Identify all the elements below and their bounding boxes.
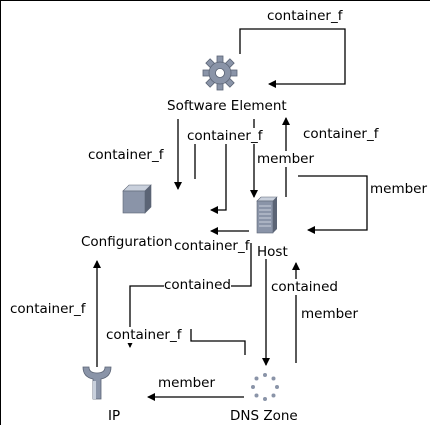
edge-label-host-to-software: container_f — [303, 126, 379, 142]
edge-label-software-to-configuration: container_f — [88, 147, 164, 163]
node-label-configuration: Configuration — [81, 234, 173, 250]
edge-label-software-self-loop: container_f — [267, 8, 343, 24]
edge-label-dns-zone-to-ip: member — [158, 375, 216, 391]
server-icon[interactable] — [256, 196, 278, 234]
edge-container-to-configuration-mid — [210, 143, 227, 214]
edge-label-dns-zone-to-configuration: container_f — [106, 327, 182, 343]
edge-host-self-loop — [298, 175, 368, 234]
edge-label-configuration-mid: container_f — [187, 128, 263, 144]
edge-label-host-self-loop: member — [370, 181, 428, 197]
node-label-software-element: Software Element — [167, 98, 287, 114]
edge-label-host-to-dns-zone: contained — [271, 279, 338, 295]
edge-dns-zone-to-configuration — [190, 329, 246, 355]
node-label-ip: IP — [108, 408, 121, 424]
node-label-host: Host — [257, 244, 288, 260]
node-label-dns-zone: DNS Zone — [230, 408, 298, 424]
network-tap-icon[interactable] — [82, 366, 112, 400]
edge-label-host-to-configuration: container_f — [174, 238, 250, 254]
edge-software-self-loop — [239, 28, 346, 88]
cube-icon[interactable] — [122, 184, 152, 214]
gear-icon[interactable] — [202, 55, 238, 91]
edge-label-dns-zone-to-host: member — [301, 306, 359, 322]
dotted-ring-icon[interactable] — [251, 373, 279, 401]
edge-label-host-to-ip: contained — [164, 277, 231, 293]
edge-label-ip-to-configuration: container_f — [10, 301, 86, 317]
edge-label-software-to-host: member — [257, 151, 315, 167]
